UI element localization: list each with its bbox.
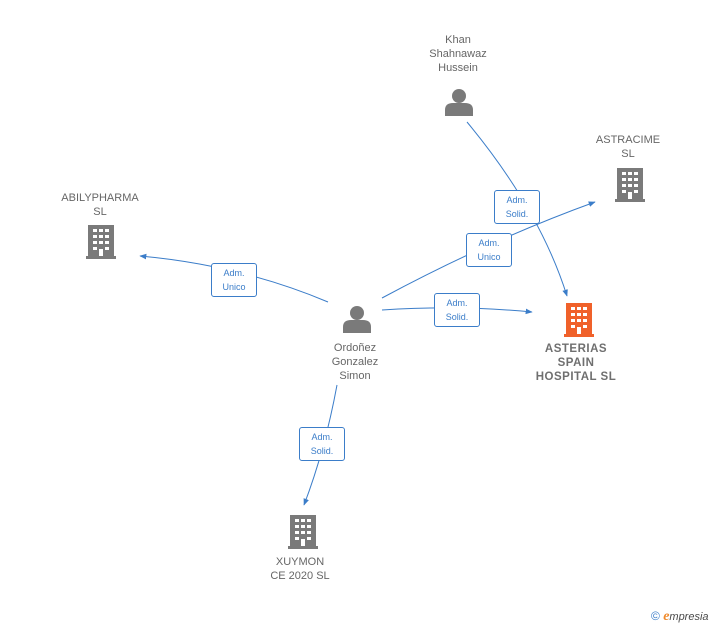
person-icon[interactable] xyxy=(343,306,371,333)
building-icon[interactable] xyxy=(564,303,594,337)
brand-name: mpresia xyxy=(669,611,709,623)
node-label-ordonez[interactable]: Ordoñez Gonzalez Simon xyxy=(331,342,379,382)
edge-label-ordonez-asterias: Adm. Solid. xyxy=(434,293,480,327)
building-icon[interactable] xyxy=(86,225,116,259)
node-label-abilypharma[interactable]: ABILYPHARMA SL xyxy=(61,192,139,218)
node-label-asterias[interactable]: ASTERIAS SPAIN HOSPITAL SL xyxy=(535,343,617,383)
node-label-astracime[interactable]: ASTRACIME SL xyxy=(595,134,661,160)
edge-label-ordonez-xuymon: Adm. Solid. xyxy=(299,427,345,461)
node-label-khan[interactable]: Khan Shahnawaz Hussein xyxy=(429,34,487,74)
node-label-xuymon[interactable]: XUYMON CE 2020 SL xyxy=(270,556,330,582)
edge-label-khan-asterias: Adm. Solid. xyxy=(494,190,540,224)
edge-label-ordonez-astracime: Adm. Unico xyxy=(466,233,512,267)
brand-logo-letter: e xyxy=(663,609,670,624)
building-icon[interactable] xyxy=(288,515,318,549)
building-icon[interactable] xyxy=(615,168,645,202)
copyright-symbol: © xyxy=(651,609,660,623)
person-icon[interactable] xyxy=(445,89,473,116)
brand-footer: © empresia xyxy=(651,609,709,625)
edge-label-ordonez-abilypharma: Adm. Unico xyxy=(211,263,257,297)
